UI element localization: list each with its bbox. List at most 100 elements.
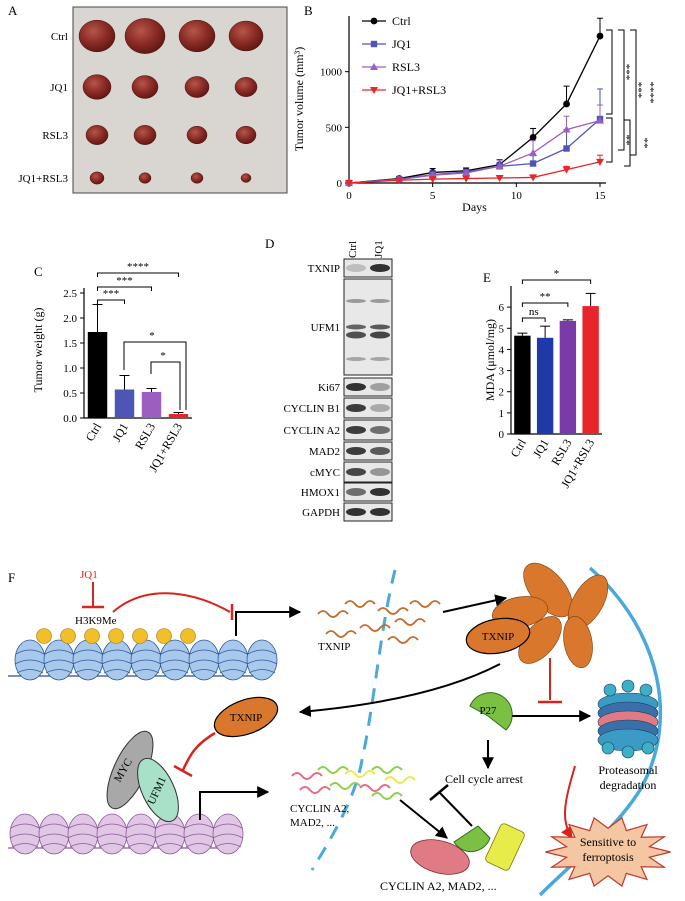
legend-marker — [370, 17, 378, 25]
data-point — [529, 148, 538, 156]
ufm1-protein — [137, 757, 179, 823]
data-point — [563, 145, 570, 152]
sensitive-label: Sensitive to — [580, 835, 636, 849]
x-tick-label: 15 — [595, 190, 607, 202]
data-point — [495, 174, 504, 182]
tumor-image — [133, 125, 157, 145]
p27-bound-icon — [453, 825, 491, 853]
legend-label: Ctrl — [392, 14, 411, 28]
blot-band — [370, 404, 390, 412]
data-point — [395, 177, 404, 185]
blot-band — [370, 331, 390, 339]
blot-row-label: cMYC — [310, 467, 340, 479]
significance-label: **** — [644, 82, 656, 104]
blot-row-label: HMOX1 — [301, 487, 340, 499]
ferroptosis-label: ferroptosis — [582, 850, 634, 864]
blot-band — [370, 468, 390, 476]
bar — [141, 392, 162, 418]
txnip-mrna — [317, 600, 441, 644]
mrna-strand — [394, 618, 426, 626]
blot-band — [346, 383, 366, 391]
p27-icon — [469, 692, 513, 731]
blot-band — [370, 383, 390, 391]
significance-bracket — [521, 302, 569, 307]
y-axis-label: MDA (μmol/mg) — [483, 319, 497, 401]
blot-band — [370, 426, 390, 434]
mrna-strand — [317, 766, 349, 774]
transcription-arrow — [235, 606, 302, 636]
significance-label: * — [149, 330, 155, 342]
significance-label: * — [160, 350, 166, 362]
significance-label: ** — [540, 291, 551, 303]
panel-label-a: A — [8, 3, 18, 18]
category-label: Ctrl — [508, 436, 530, 460]
blot-band — [370, 264, 390, 272]
bar — [514, 335, 531, 434]
blot-band — [346, 357, 366, 361]
data-point — [562, 125, 571, 133]
txnip-protein-label: TXNIP — [482, 631, 514, 643]
genes-label: CYCLIN A2, — [290, 803, 350, 815]
significance-label: ** — [638, 138, 650, 149]
data-point — [563, 100, 570, 108]
h3k9me-label: H3K9Me — [75, 615, 117, 627]
category-label: JQ1 — [530, 437, 552, 461]
blot-row-label: CYCLIN B1 — [283, 403, 340, 415]
series-line — [348, 161, 601, 184]
blot-row — [343, 377, 393, 397]
legend-label: JQ1 — [392, 37, 411, 51]
y-tick-label: 6 — [499, 302, 505, 314]
blot-band — [346, 324, 366, 330]
blot-band — [370, 488, 390, 496]
tumor-image — [124, 18, 166, 54]
txnip-complex: TXNIP — [465, 562, 609, 669]
y-tick-label: 1000 — [320, 67, 343, 79]
tumor-image — [131, 75, 159, 99]
mrna-strand — [359, 624, 391, 632]
tumor-image — [186, 125, 208, 145]
legend-marker — [370, 87, 378, 94]
y-tick-label: 0.0 — [63, 413, 77, 425]
series-line — [348, 35, 601, 184]
significance-bracket — [521, 317, 546, 322]
data-point — [596, 32, 604, 40]
blot-row-label: CYCLIN A2 — [283, 425, 340, 437]
panel-label-e: E — [483, 270, 491, 285]
data-point — [596, 158, 604, 166]
data-point — [596, 116, 604, 124]
significance-bracket — [630, 29, 637, 156]
genes-label-2: MAD2, ... — [290, 817, 335, 829]
panel-label-d: D — [265, 236, 274, 251]
tumor-image — [82, 74, 112, 100]
tumor-image — [85, 125, 109, 145]
significance-label: *** — [632, 82, 644, 99]
tumor-row-label: JQ1+RSL3 — [18, 173, 68, 185]
methyl-group — [84, 628, 100, 644]
tumor-image — [138, 172, 152, 184]
methyl-group — [180, 628, 196, 644]
methyl-group — [36, 628, 52, 644]
y-tick-label: 2.5 — [63, 288, 77, 300]
y-tick-label: 2.0 — [63, 313, 77, 325]
bar — [114, 389, 135, 418]
panel-label-b: B — [304, 3, 313, 18]
bar — [168, 414, 189, 418]
blot-row — [343, 419, 393, 441]
significance-bracket — [606, 117, 613, 163]
jq1-label: JQ1 — [80, 569, 98, 581]
mrna-strand — [371, 792, 403, 800]
mad2-protein — [485, 823, 525, 871]
blot-band — [370, 508, 390, 516]
significance-bracket — [123, 341, 187, 410]
txnip-ufm1-inhibit-curve — [181, 731, 216, 771]
blot-row — [343, 461, 393, 483]
mrna-strand — [344, 770, 376, 778]
panel-label-f: F — [8, 570, 15, 585]
significance-label: *** — [116, 275, 133, 287]
mechanism-diagram: JQ1 H3K9Me TXNIP TXNIP Proteasomal degra… — [8, 562, 671, 897]
cell-cycle-arrest-label: Cell cycle arrest — [445, 772, 524, 786]
